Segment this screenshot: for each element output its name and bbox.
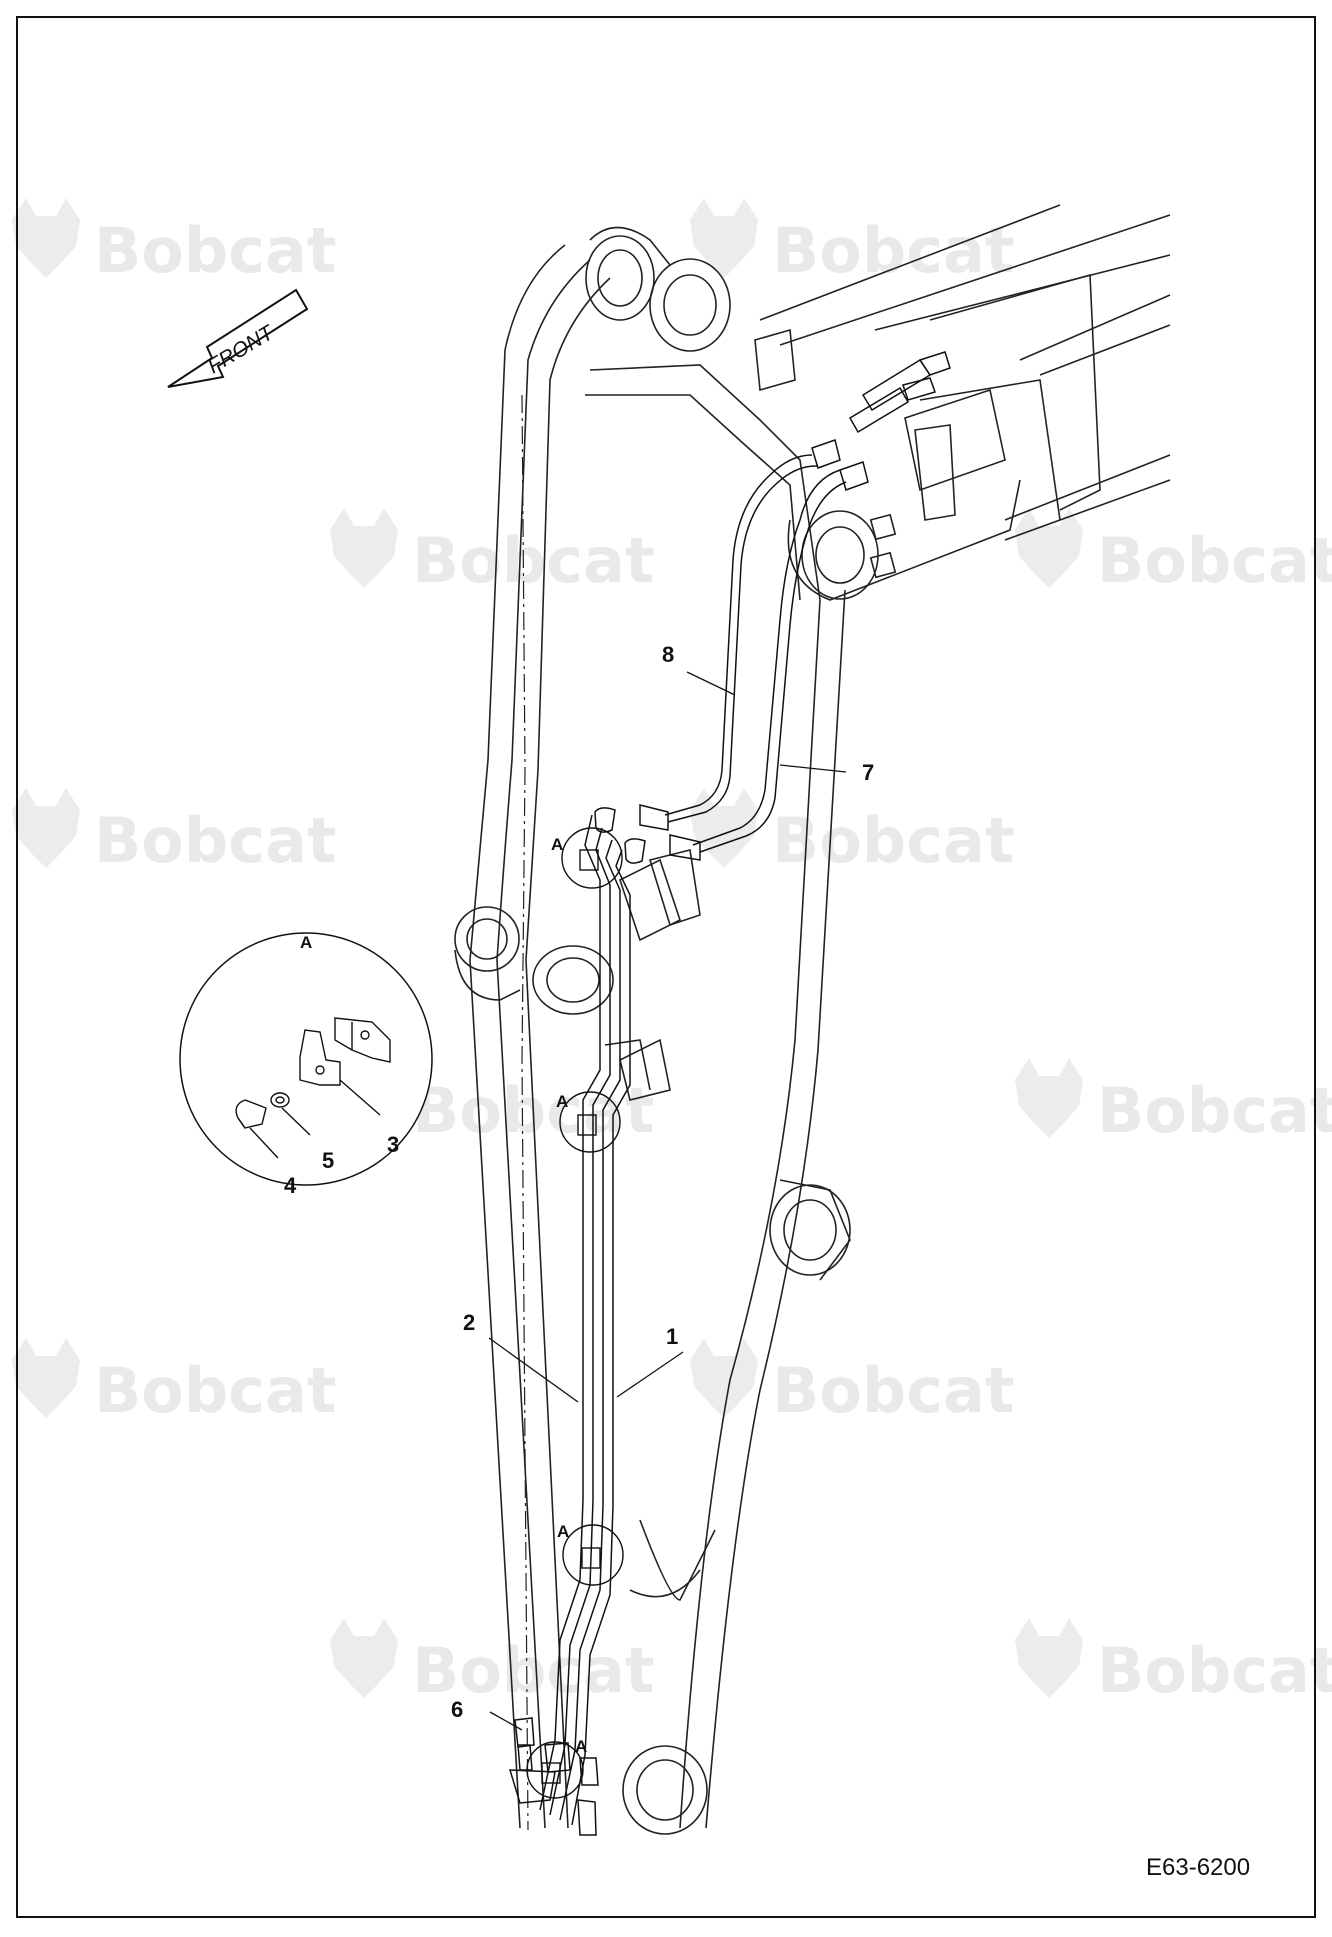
leader-lines: [488, 671, 847, 1731]
watermark: Bobcat®: [1015, 508, 1332, 597]
watermark-reg: ®: [992, 260, 1006, 276]
clamp-circle: [559, 1091, 621, 1153]
watermark-text: Bobcat: [772, 214, 1014, 287]
watermark: Bobcat®: [330, 1618, 654, 1707]
watermark: Bobcat®: [1015, 1618, 1332, 1707]
watermark: Bobcat®: [330, 508, 654, 597]
detail-view-a: A: [179, 932, 433, 1186]
watermark-text: Bobcat: [772, 804, 1014, 877]
watermark-reg: ®: [1317, 570, 1331, 586]
callout-6: 6: [451, 1697, 463, 1722]
watermark: Bobcat®: [12, 1338, 336, 1427]
clamp-label: A: [575, 1737, 587, 1756]
bobcat-logo-icon: [690, 1338, 758, 1418]
bobcat-logo-icon: [1015, 508, 1083, 588]
watermark-reg: ®: [1317, 1120, 1331, 1136]
front-arrow-icon: FRONT: [167, 288, 309, 388]
callouts: 1 2 3 4 5 6 7 8: [284, 642, 874, 1722]
clamp-circle: [561, 827, 623, 889]
callout-3: 3: [387, 1132, 399, 1157]
watermark-reg: ®: [314, 260, 328, 276]
detail-view-label: A: [300, 933, 312, 952]
watermark-text: Bobcat: [1097, 524, 1332, 597]
clamp-label: A: [551, 835, 563, 854]
watermark: Bobcat®: [12, 198, 336, 287]
page-border: [16, 16, 1316, 1918]
watermark-reg: ®: [992, 1400, 1006, 1416]
callout-4: 4: [284, 1173, 297, 1198]
watermark-text: Bobcat: [1097, 1074, 1332, 1147]
callout-8: 8: [662, 642, 674, 667]
watermark-reg: ®: [314, 850, 328, 866]
watermark-reg: ®: [314, 1400, 328, 1416]
boom-line-art: [454, 204, 1171, 1835]
bobcat-logo-icon: [12, 788, 80, 868]
bobcat-logo-icon: [330, 508, 398, 588]
bobcat-logo-icon: [330, 1618, 398, 1698]
clamp-circle: [526, 1741, 584, 1799]
bobcat-logo-icon: [1015, 1058, 1083, 1138]
watermark-text: Bobcat: [412, 524, 654, 597]
callout-7: 7: [862, 760, 874, 785]
watermark-text: Bobcat: [412, 1634, 654, 1707]
watermark-text: Bobcat: [94, 804, 336, 877]
callout-5: 5: [322, 1148, 334, 1173]
watermark-reg: ®: [632, 1680, 646, 1696]
bobcat-logo-icon: [1015, 1618, 1083, 1698]
callout-1: 1: [666, 1324, 678, 1349]
watermark: Bobcat®: [690, 788, 1014, 877]
clamp-label: A: [557, 1522, 569, 1541]
clamp-label: A: [556, 1092, 568, 1111]
bobcat-logo-icon: [12, 198, 80, 278]
watermark: Bobcat®: [690, 1338, 1014, 1427]
bobcat-logo-icon: [12, 1338, 80, 1418]
watermark-text: Bobcat: [94, 214, 336, 287]
watermark-reg: ®: [992, 850, 1006, 866]
clamp-labels: A A A A: [551, 835, 587, 1756]
watermark: Bobcat®: [690, 198, 1014, 287]
watermark-reg: ®: [1317, 1680, 1331, 1696]
watermark: Bobcat®: [12, 788, 336, 877]
bobcat-logo-icon: [690, 198, 758, 278]
watermark-text: Bobcat: [1097, 1634, 1332, 1707]
clamp-circle: [562, 1524, 624, 1586]
watermark-text: Bobcat: [94, 1354, 336, 1427]
watermark-reg: ®: [632, 570, 646, 586]
watermark-text: Bobcat: [772, 1354, 1014, 1427]
drawing-code: E63-6200: [1146, 1854, 1250, 1881]
watermark: Bobcat®: [1015, 1058, 1332, 1147]
hydraulic-lines: [508, 351, 951, 1836]
watermark-layer: Bobcat®Bobcat®Bobcat®Bobcat®Bobcat®Bobca…: [12, 198, 1332, 1707]
clamp-markers: [526, 827, 624, 1799]
callout-2: 2: [463, 1310, 475, 1335]
watermark-reg: ®: [632, 1120, 646, 1136]
